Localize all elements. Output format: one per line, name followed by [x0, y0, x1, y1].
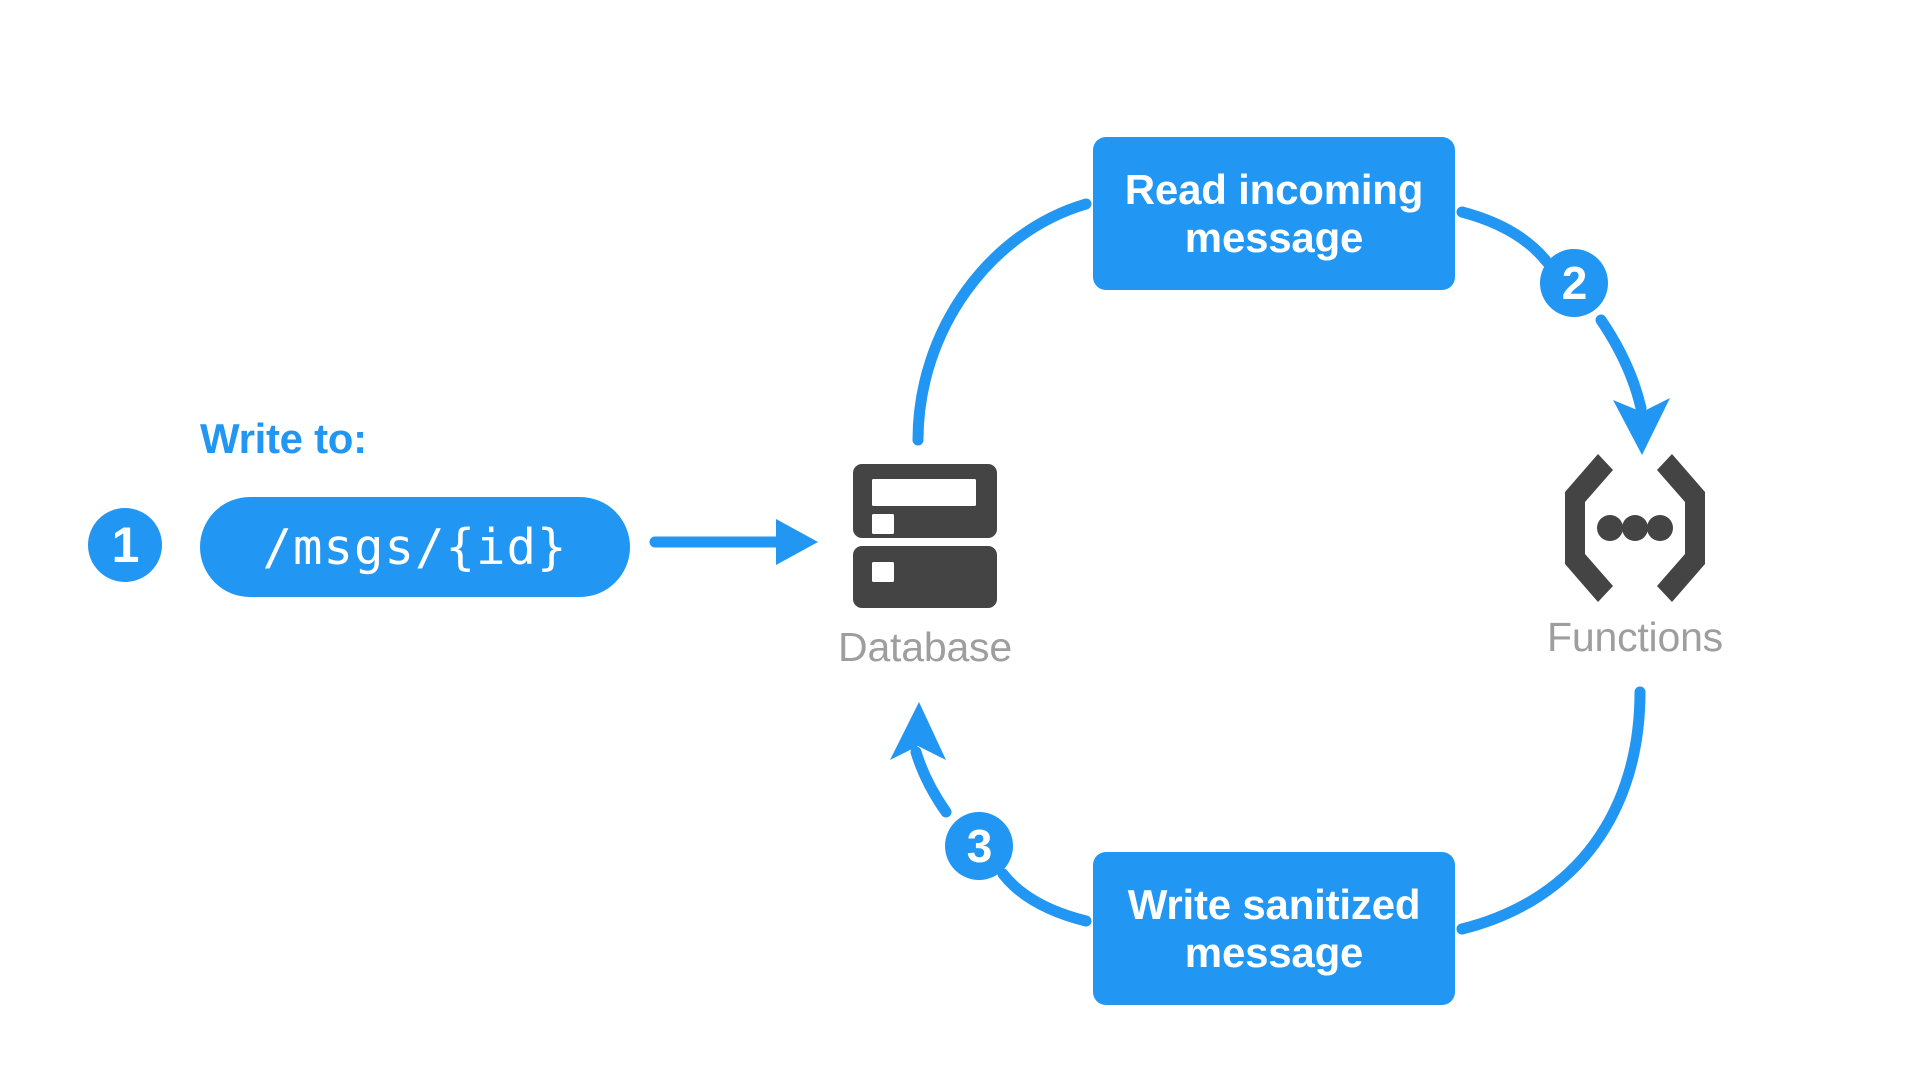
write-to-label: Write to: — [200, 415, 367, 462]
connector-read-to-functions — [1456, 206, 1670, 455]
process-box-write-line2: message — [1184, 928, 1364, 976]
step-badge-2: 2 — [1540, 249, 1608, 317]
process-box-write-line1: Write sanitized — [1127, 881, 1421, 929]
step-badge-3: 3 — [945, 812, 1013, 880]
process-box-read-incoming-message: Read incoming message — [1093, 137, 1455, 290]
step-badge-1: 1 — [88, 508, 162, 582]
node-database: Database — [790, 462, 1060, 671]
database-label: Database — [838, 624, 1012, 670]
database-server-icon — [845, 462, 1005, 614]
node-functions: Functions — [1500, 452, 1770, 661]
process-box-read-label: Read incoming message — [1124, 166, 1424, 261]
connector-functions-to-write — [1456, 686, 1646, 935]
curly-braces-ellipsis-icon — [1555, 452, 1715, 604]
process-box-read-line2: message — [1184, 213, 1364, 261]
process-box-write-label: Write sanitized message — [1128, 881, 1421, 975]
connector-pill-to-database — [649, 519, 818, 565]
connector-database-to-read — [912, 198, 1092, 446]
process-box-write-sanitized-message: Write sanitized message — [1093, 852, 1455, 1005]
process-box-read-line1: Read incoming — [1124, 166, 1424, 214]
database-path-pill: /msgs/{id} — [200, 497, 630, 597]
functions-label: Functions — [1547, 614, 1723, 660]
connector-write-to-database — [890, 702, 1092, 927]
